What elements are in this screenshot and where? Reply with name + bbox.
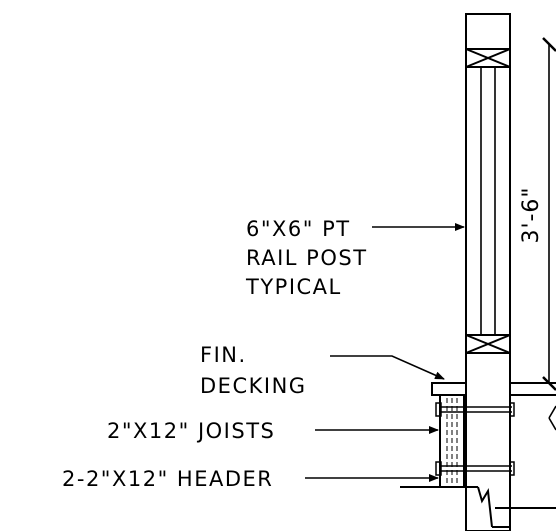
decking-leader [330,355,445,380]
joist-block [439,394,465,488]
rail-post-label-line2: RAIL POST [246,246,368,270]
header-label: 2-2"X12" HEADER [62,467,273,491]
leaders [305,223,465,482]
rail-post-label-line1: 6"X6" PT [246,217,351,241]
bolts [435,402,515,476]
decking-label-line1: FIN. [200,343,247,367]
rail-post [465,13,511,531]
joists-label: 2"X12" JOISTS [107,419,275,443]
rail-post-label-line3: TYPICAL [245,275,342,299]
decking [431,382,556,396]
dimension-post-height [542,37,556,431]
break-line [400,486,556,528]
decking-label-line2: DECKING [200,374,307,398]
dimension-text: 3'-6" [519,186,544,243]
